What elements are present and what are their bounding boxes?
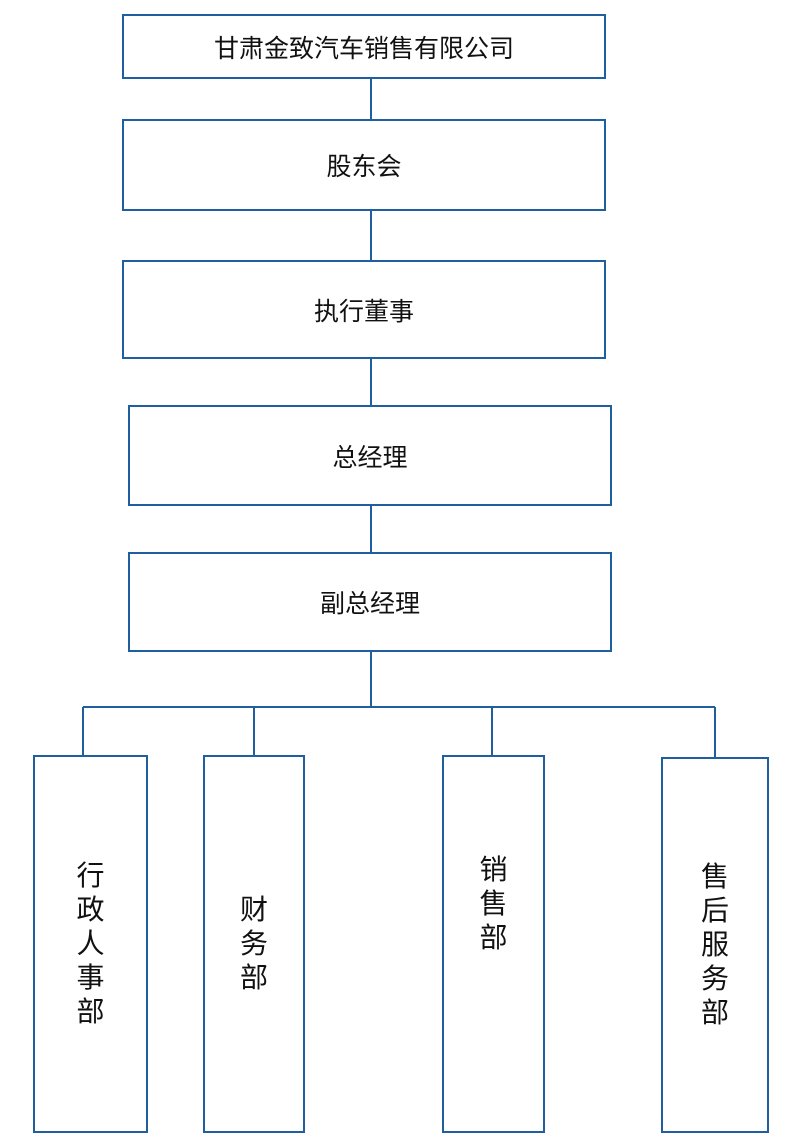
admin-hr-department-box: 行政人事部 [33, 755, 148, 1133]
after-sales-department-box: 售后服务部 [661, 757, 769, 1133]
sales-department-label: 销售部 [479, 853, 508, 954]
company-box: 甘肃金致汽车销售有限公司 [122, 14, 606, 79]
shareholders-box: 股东会 [122, 119, 606, 211]
finance-department-box: 财务部 [203, 755, 305, 1133]
finance-department-label: 财务部 [239, 893, 268, 994]
shareholders-label: 股东会 [326, 152, 402, 181]
company-label: 甘肃金致汽车销售有限公司 [213, 33, 514, 63]
admin-hr-department-label: 行政人事部 [76, 859, 105, 1028]
general-manager-label: 总经理 [332, 442, 408, 472]
executive-director-box: 执行董事 [122, 260, 606, 359]
deputy-general-manager-label: 副总经理 [319, 589, 420, 618]
after-sales-department-label: 售后服务部 [700, 860, 729, 1029]
deputy-general-manager-box: 副总经理 [128, 552, 612, 652]
general-manager-box: 总经理 [128, 405, 612, 506]
sales-department-box: 销售部 [442, 755, 545, 1133]
executive-director-label: 执行董事 [313, 296, 414, 326]
